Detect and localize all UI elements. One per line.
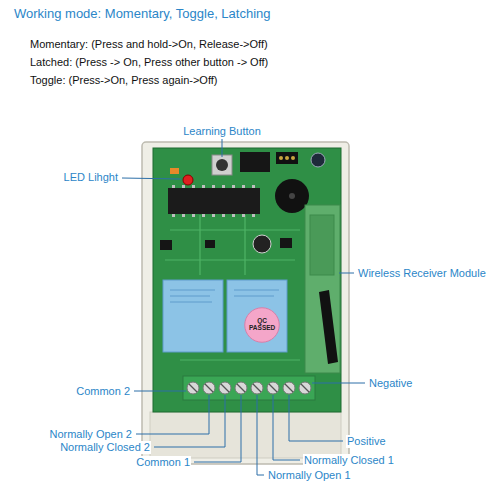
relay-markings bbox=[170, 290, 279, 302]
callout-label: Wireless Receiver Module bbox=[357, 267, 487, 280]
label-slot: Normally Closed 2 bbox=[59, 441, 151, 454]
regulator bbox=[280, 238, 292, 248]
housing-base bbox=[150, 412, 341, 458]
screw-slots bbox=[189, 384, 309, 392]
label-slot: Momentary: (Press and hold->On, Release-… bbox=[30, 38, 268, 51]
sticker-circle bbox=[245, 308, 280, 343]
mode-description: Latched: (Press -> On, Press other butto… bbox=[30, 56, 268, 69]
ic-pins bbox=[172, 185, 255, 217]
terminal-label: Normally Open 2 bbox=[48, 428, 133, 441]
mode-description: Momentary: (Press and hold->On, Release-… bbox=[30, 38, 268, 51]
callout-label: LED Lihght bbox=[63, 171, 119, 184]
qc-sticker: QC PASSED bbox=[244, 307, 280, 343]
led bbox=[183, 175, 193, 185]
label-slot: Common 1 bbox=[135, 456, 191, 469]
relay bbox=[163, 280, 223, 352]
terminal-label: Normally Closed 1 bbox=[303, 454, 395, 467]
callout-label: Learning Button bbox=[182, 125, 262, 138]
mode-description: Toggle: (Press->On, Press again->Off) bbox=[30, 74, 218, 87]
label-slot: LED Lihght bbox=[63, 171, 119, 184]
pcb bbox=[153, 148, 341, 412]
terminal-screws bbox=[187, 382, 311, 394]
label-slot: Negative bbox=[368, 377, 413, 390]
label-slot: Latched: (Press -> On, Press other butto… bbox=[30, 56, 268, 69]
heading: Working mode: Momentary, Toggle, Latchin… bbox=[14, 6, 271, 22]
label-slot: Positive bbox=[346, 435, 387, 448]
terminal-label: Normally Open 1 bbox=[267, 469, 352, 482]
label-slot: Common 2 bbox=[75, 385, 131, 398]
label-slot: Learning Button bbox=[182, 125, 262, 138]
buzzer bbox=[275, 179, 309, 213]
transistor bbox=[160, 240, 172, 250]
sticker-text: QC PASSED bbox=[249, 318, 275, 332]
label-slot: Normally Closed 1 bbox=[303, 454, 395, 467]
label-slot: Normally Open 2 bbox=[48, 428, 133, 441]
diode bbox=[205, 240, 215, 248]
leader-lines bbox=[122, 139, 365, 475]
antenna bbox=[319, 290, 338, 364]
label-slot: Wireless Receiver Module bbox=[357, 267, 487, 280]
housing bbox=[142, 142, 349, 464]
main-ic bbox=[168, 188, 260, 214]
capacitor bbox=[311, 153, 325, 167]
terminal-label: Common 2 bbox=[75, 385, 131, 398]
resistor bbox=[170, 168, 179, 174]
terminal-label: Normally Closed 2 bbox=[59, 441, 151, 454]
learning-button bbox=[212, 155, 232, 175]
label-slot: Normally Open 1 bbox=[267, 469, 352, 482]
small-ic bbox=[240, 152, 270, 172]
relay bbox=[227, 280, 287, 352]
capacitor bbox=[253, 235, 271, 253]
button-cap bbox=[216, 159, 228, 171]
title-slot: Working mode: Momentary, Toggle, Latchin… bbox=[14, 6, 271, 22]
header-pins bbox=[276, 152, 298, 164]
label-slot: Toggle: (Press->On, Press again->Off) bbox=[30, 74, 218, 87]
terminal-label: Negative bbox=[368, 377, 413, 390]
terminal-label: Positive bbox=[346, 435, 387, 448]
receiver-module bbox=[305, 205, 340, 373]
terminal-label: Common 1 bbox=[135, 456, 191, 469]
terminal-block bbox=[183, 376, 315, 400]
